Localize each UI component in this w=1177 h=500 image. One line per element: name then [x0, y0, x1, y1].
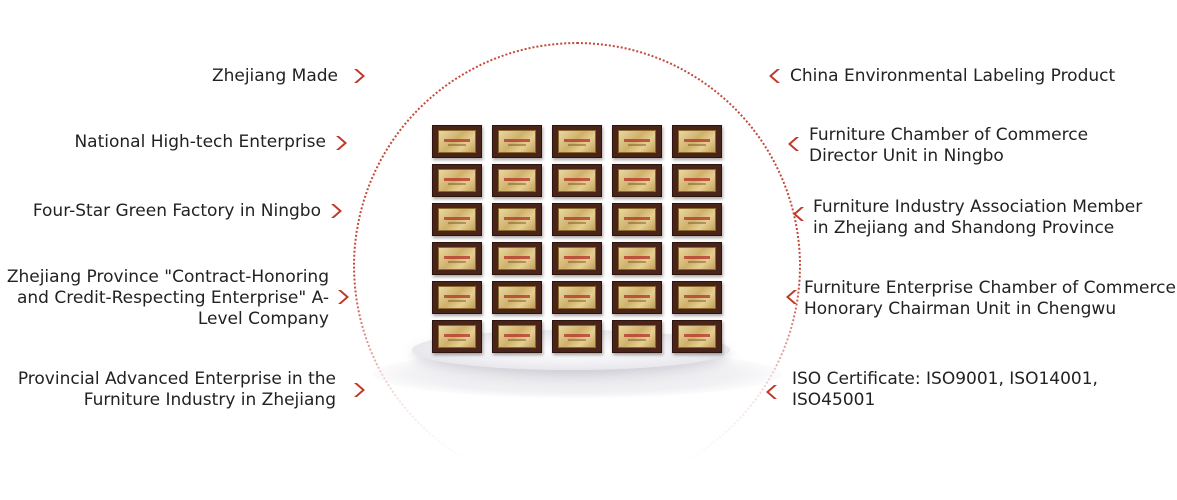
certificate-plaque: [672, 164, 722, 197]
certificate-face: [618, 286, 656, 309]
chevron-right-icon: [335, 288, 353, 306]
certificate-face: [498, 130, 536, 153]
certificate-face: [498, 286, 536, 309]
certificate-plaque: [432, 242, 482, 275]
certificate-plaque: [612, 203, 662, 236]
certificate-face: [498, 325, 536, 348]
certificate-face: [498, 247, 536, 270]
certificate-plaque: [612, 281, 662, 314]
honors-showcase: Zhejiang Made National High-tech Enterpr…: [6, 42, 1176, 500]
honor-green-factory: Four-Star Green Factory in Ningbo: [32, 201, 321, 221]
certificate-plaque: [612, 320, 662, 353]
certificate-plaque: [492, 164, 542, 197]
certificate-plaque: [672, 125, 722, 158]
certificate-face: [678, 130, 716, 153]
certificate-plaque: [552, 242, 602, 275]
honor-advanced-enterprise: Provincial Advanced Enterprise in the Fu…: [17, 369, 336, 410]
certificate-plaque: [672, 203, 722, 236]
certificate-face: [678, 325, 716, 348]
honor-zhejiang-made: Zhejiang Made: [211, 66, 338, 86]
certificate-plaque: [492, 203, 542, 236]
honor-honorary-chairman: Furniture Enterprise Chamber of Commerce…: [804, 278, 1176, 319]
chevron-right-icon: [328, 202, 346, 220]
certificate-face: [678, 247, 716, 270]
certificate-plaque: [672, 242, 722, 275]
certificate-face: [438, 169, 476, 192]
certificate-face: [438, 325, 476, 348]
honor-environmental-label: China Environmental Labeling Product: [790, 66, 1116, 86]
certificate-plaque: [432, 164, 482, 197]
certificate-plaque: [552, 281, 602, 314]
certificate-face: [678, 169, 716, 192]
chevron-left-icon: [782, 288, 800, 306]
certificate-plaque: [672, 281, 722, 314]
certificate-plaque: [432, 203, 482, 236]
chevron-right-icon: [351, 381, 369, 399]
certificate-plaque: [552, 164, 602, 197]
certificate-face: [558, 325, 596, 348]
certificate-plaque: [492, 242, 542, 275]
certificate-face: [558, 247, 596, 270]
certificate-wall: [432, 125, 722, 357]
certificate-face: [558, 286, 596, 309]
certificate-plaque: [612, 164, 662, 197]
honor-chamber-director: Furniture Chamber of Commerce Director U…: [809, 125, 1089, 166]
certificate-plaque: [432, 320, 482, 353]
certificate-face: [618, 208, 656, 231]
honor-iso-certificate: ISO Certificate: ISO9001, ISO14001, ISO4…: [792, 369, 1098, 410]
certificate-plaque: [492, 281, 542, 314]
certificate-face: [438, 130, 476, 153]
certificate-plaque: [432, 281, 482, 314]
chevron-left-icon: [789, 205, 807, 223]
certificate-plaque: [552, 125, 602, 158]
certificate-face: [558, 130, 596, 153]
certificate-plaque: [552, 320, 602, 353]
certificate-plaque: [492, 125, 542, 158]
certificate-plaque: [492, 320, 542, 353]
chevron-right-icon: [351, 67, 369, 85]
honor-credit-enterprise: Zhejiang Province "Contract-Honoring and…: [6, 267, 329, 329]
certificate-plaque: [672, 320, 722, 353]
certificate-face: [438, 286, 476, 309]
certificate-face: [678, 286, 716, 309]
certificate-face: [618, 325, 656, 348]
certificate-face: [438, 208, 476, 231]
certificate-face: [498, 169, 536, 192]
certificate-face: [618, 130, 656, 153]
chevron-left-icon: [765, 67, 783, 85]
certificate-face: [618, 247, 656, 270]
certificate-face: [678, 208, 716, 231]
certificate-plaque: [552, 203, 602, 236]
certificate-face: [498, 208, 536, 231]
certificate-plaque: [432, 125, 482, 158]
certificate-plaque: [612, 125, 662, 158]
chevron-right-icon: [333, 134, 351, 152]
certificate-face: [438, 247, 476, 270]
honor-high-tech: National High-tech Enterprise: [74, 132, 326, 152]
certificate-plaque: [612, 242, 662, 275]
chevron-left-icon: [762, 383, 780, 401]
certificate-face: [558, 169, 596, 192]
chevron-left-icon: [784, 135, 802, 153]
certificate-face: [558, 208, 596, 231]
certificate-face: [618, 169, 656, 192]
honor-association-member: Furniture Industry Association Member in…: [813, 197, 1143, 238]
